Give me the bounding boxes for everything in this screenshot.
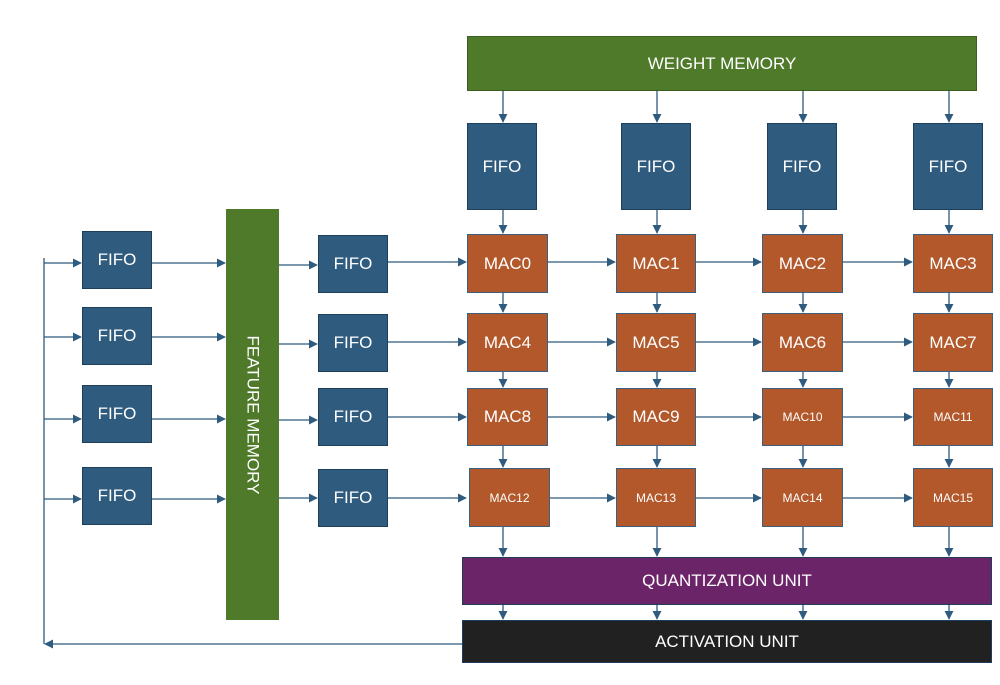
mac-10-label: MAC10 xyxy=(782,410,823,424)
mac-4-label: MAC4 xyxy=(483,332,532,352)
mac-11-label: MAC11 xyxy=(933,410,973,424)
mac-3-label: MAC3 xyxy=(929,253,977,273)
mac-13: MAC13 xyxy=(616,468,696,527)
input-fifo-0-label: FIFO xyxy=(97,250,137,269)
activation-unit: ACTIVATION UNIT xyxy=(462,620,992,663)
mac-12-label: MAC12 xyxy=(489,490,530,505)
mac-11: MAC11 xyxy=(913,388,993,446)
mac-5-label: MAC5 xyxy=(632,332,680,352)
weight-fifo-1-label: FIFO xyxy=(636,156,676,176)
mac-6: MAC6 xyxy=(762,313,843,372)
feature-fifo-1: FIFO xyxy=(318,314,388,372)
feature-memory-label: FEATURE MEMORY xyxy=(243,335,263,494)
input-fifo-3: FIFO xyxy=(82,467,152,525)
mac-9-label: MAC9 xyxy=(632,407,680,426)
feature-fifo-0-label: FIFO xyxy=(333,254,373,273)
mac-15: MAC15 xyxy=(913,468,993,527)
mac-7: MAC7 xyxy=(913,313,993,372)
mac-14-label: MAC14 xyxy=(782,490,823,505)
feature-memory: FEATURE MEMORY xyxy=(226,209,279,620)
input-fifo-3-label: FIFO xyxy=(97,486,137,505)
input-fifo-2-label: FIFO xyxy=(97,404,137,423)
mac-4: MAC4 xyxy=(467,313,548,372)
mac-7-label: MAC7 xyxy=(929,332,977,352)
weight-fifo-2: FIFO xyxy=(767,123,837,210)
mac-5: MAC5 xyxy=(616,313,696,372)
mac-2-label: MAC2 xyxy=(778,253,827,273)
mac-8-label: MAC8 xyxy=(483,407,532,426)
activation-unit-label: ACTIVATION UNIT xyxy=(655,631,799,651)
input-fifo-1: FIFO xyxy=(82,307,152,365)
mac-0: MAC0 xyxy=(467,234,548,293)
mac-15-label: MAC15 xyxy=(932,490,973,505)
weight-fifo-1: FIFO xyxy=(621,123,691,210)
weight-memory-label: WEIGHT MEMORY xyxy=(647,53,797,73)
feature-fifo-3: FIFO xyxy=(318,469,388,527)
quantization-unit: QUANTIZATION UNIT xyxy=(462,557,992,605)
weight-fifo-3-label: FIFO xyxy=(928,156,968,176)
weight-fifo-2-label: FIFO xyxy=(782,156,822,176)
mac-1-label: MAC1 xyxy=(632,253,680,273)
weight-fifo-3: FIFO xyxy=(913,123,983,210)
feature-fifo-0: FIFO xyxy=(318,235,388,293)
feature-fifo-2: FIFO xyxy=(318,388,388,446)
weight-fifo-0-label: FIFO xyxy=(482,156,522,176)
mac-6-label: MAC6 xyxy=(778,332,827,352)
mac-12: MAC12 xyxy=(469,468,550,527)
mac-10: MAC10 xyxy=(762,388,843,446)
mac-9: MAC9 xyxy=(616,388,696,446)
mac-2: MAC2 xyxy=(762,234,843,293)
weight-fifo-0: FIFO xyxy=(467,123,537,210)
mac-8: MAC8 xyxy=(467,388,548,446)
weight-memory: WEIGHT MEMORY xyxy=(467,36,977,91)
mac-13-label: MAC13 xyxy=(635,490,676,505)
mac-0-label: MAC0 xyxy=(483,253,532,273)
input-fifo-2: FIFO xyxy=(82,385,152,443)
mac-14: MAC14 xyxy=(762,468,843,527)
mac-3: MAC3 xyxy=(913,234,993,293)
feature-fifo-2-label: FIFO xyxy=(333,407,373,426)
mac-1: MAC1 xyxy=(616,234,696,293)
input-fifo-1-label: FIFO xyxy=(97,326,137,345)
feature-fifo-1-label: FIFO xyxy=(333,333,373,352)
quantization-unit-label: QUANTIZATION UNIT xyxy=(642,571,812,590)
feature-fifo-3-label: FIFO xyxy=(333,488,373,507)
input-fifo-0: FIFO xyxy=(82,231,152,289)
